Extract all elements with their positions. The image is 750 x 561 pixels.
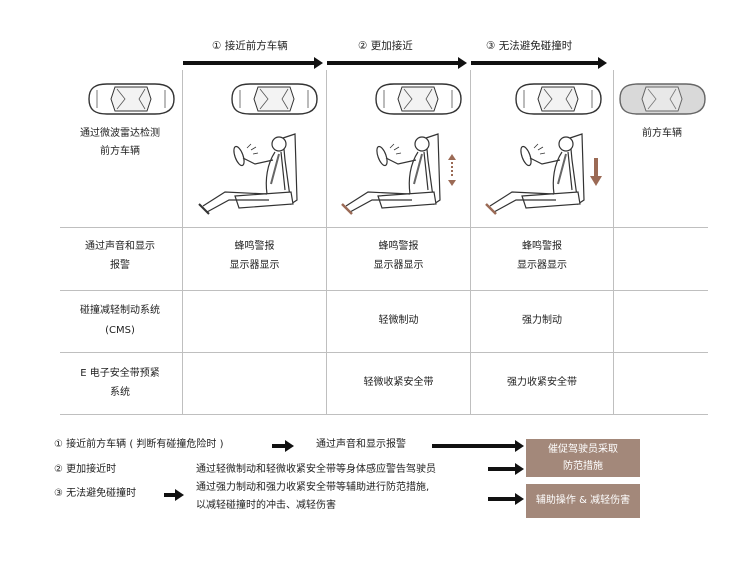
row-label-seatbelt: E 电子安全带预紧 系统: [80, 368, 160, 398]
driver-seat-stage1-icon: [198, 133, 298, 215]
row3-cell-stage2: 轻微收紧安全带: [363, 377, 434, 388]
radar-detection-caption: 通过微波雷达检测 前方车辆: [80, 128, 160, 157]
legend-item-1-result: 通过声音和显示报警: [316, 439, 406, 450]
row-label-warning: 通过声音和显示 报警: [85, 241, 155, 271]
own-car-stage3-icon: [515, 83, 602, 115]
driver-seat-stage3-icon: [485, 133, 602, 215]
row1-cell-stage3: 蜂鸣警报 显示器显示: [517, 241, 567, 271]
row1-cell-stage1: 蜂鸣警报 显示器显示: [229, 241, 280, 271]
front-vehicle-caption: 前方车辆: [642, 128, 682, 139]
row-label-cms: 碰撞减轻制动系统 (CMS): [80, 305, 160, 336]
front-car-icon: [619, 83, 706, 115]
own-car-stage1-icon: [231, 83, 318, 115]
row2-cell-stage3: 强力制动: [522, 315, 562, 326]
urge-driver-box: 催促驾驶员采取 防范措施: [526, 439, 640, 477]
row3-cell-stage3: 强力收紧安全带: [507, 377, 577, 388]
stage-2-label: ② 更加接近: [358, 40, 413, 52]
row1-cell-stage2: 蜂鸣警报 显示器显示: [373, 241, 424, 271]
assist-reduce-injury-box: 辅助操作 & 减轻伤害: [526, 484, 640, 518]
row2-cell-stage2: 轻微制动: [378, 315, 419, 326]
own-car-left-icon: [88, 83, 175, 115]
legend-description: 通过轻微制动和轻微收紧安全带等身体感应警告驾驶员 通过强力制动和强力收紧安全带等…: [196, 464, 436, 511]
legend-item-3: ③ 无法避免碰撞时: [54, 488, 137, 499]
legend-item-2: ② 更加接近时: [54, 464, 117, 475]
driver-seat-stage2-icon: [341, 133, 456, 215]
own-car-stage2-icon: [375, 83, 462, 115]
stage-1-label: ① 接近前方车辆: [212, 40, 288, 52]
legend-item-1: ① 接近前方车辆 ( 判断有碰撞危险时 ): [54, 439, 224, 450]
stage-3-label: ③ 无法避免碰撞时: [486, 40, 573, 52]
